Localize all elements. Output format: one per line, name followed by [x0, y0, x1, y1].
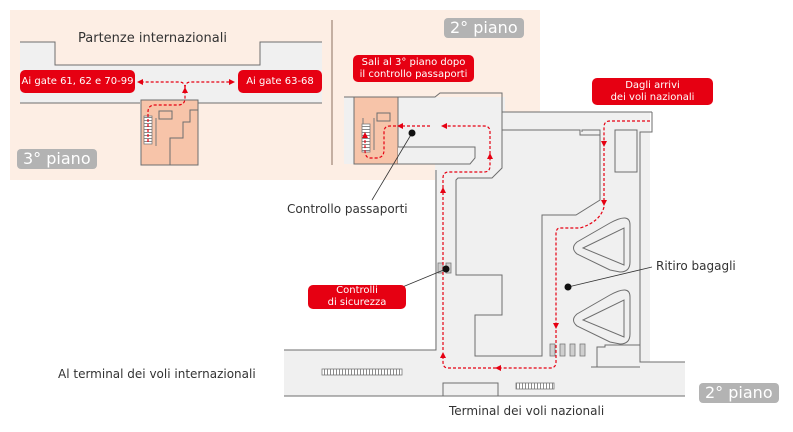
escalator-icon-2f — [361, 123, 371, 153]
tag-gates-left-text: Ai gate 61, 62 e 70-99 — [21, 75, 134, 87]
floor-badge-2f-main: 2° piano — [699, 383, 779, 403]
location-dot-icon — [564, 283, 572, 291]
security-leader-line — [399, 268, 447, 289]
tag-arrivals-line1: Dagli arrivi — [625, 79, 680, 91]
tag-go-up-instruction: Sali al 3° piano dopo il controllo passa… — [353, 55, 474, 82]
label-domestic-terminal: Terminal dei voli nazionali — [449, 404, 605, 418]
floor-badge-2f-inset: 2° piano — [444, 18, 524, 38]
tag-go-up-line2: il controllo passaporti — [359, 68, 468, 80]
baggage-carousel-2 — [573, 289, 631, 345]
passport-leader-line — [371, 132, 413, 201]
floor-badge-3f: 3° piano — [17, 149, 97, 169]
walkway-short — [515, 382, 555, 390]
tag-gates-left: Ai gate 61, 62 e 70-99 — [20, 70, 135, 93]
location-dot-icon — [408, 129, 416, 137]
route-3f-right — [184, 79, 235, 89]
label-passport-control: Controllo passaporti — [287, 202, 408, 216]
tag-gates-right: Ai gate 63-68 — [238, 70, 322, 93]
label-baggage-claim: Ritiro bagagli — [656, 259, 736, 273]
tag-security-line2: di sicurezza — [327, 297, 387, 308]
baggage-carousel-1 — [573, 217, 631, 273]
second-floor-plan — [284, 92, 685, 397]
location-dot-icon — [442, 265, 450, 273]
departures-title: Partenze internazionali — [78, 31, 227, 46]
tag-arrivals: Dagli arrivi dei voli nazionali — [592, 78, 713, 105]
tag-gates-right-text: Ai gate 63-68 — [246, 75, 314, 87]
walkway-long — [321, 368, 403, 376]
tag-security: Controlli di sicurezza — [308, 285, 406, 309]
tag-go-up-line1: Sali al 3° piano dopo — [361, 56, 466, 68]
label-to-international-terminal: Al terminal dei voli internazionali — [58, 367, 256, 381]
baggage-leader-line — [567, 266, 653, 288]
route-3f — [147, 87, 188, 142]
tag-arrivals-line2: dei voli nazionali — [610, 91, 695, 103]
exit-gates — [549, 343, 586, 357]
escalator-area-2f — [353, 96, 399, 165]
tag-security-line1: Controlli — [336, 285, 378, 296]
